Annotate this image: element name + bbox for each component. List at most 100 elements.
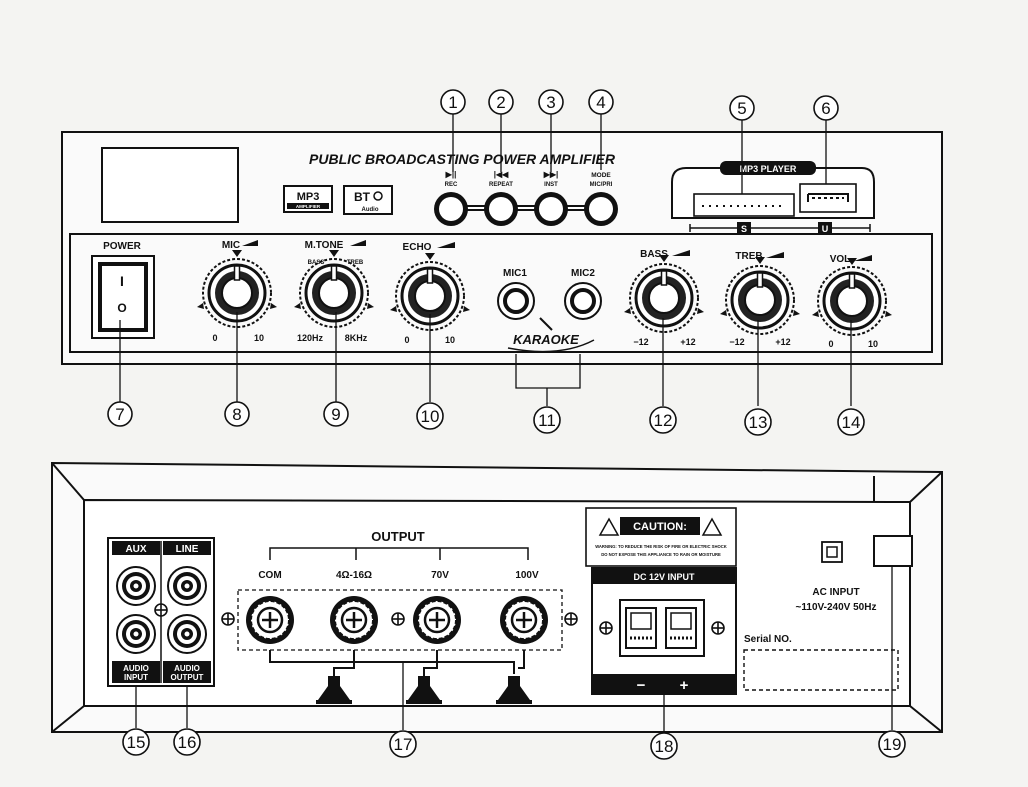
microphone-icon xyxy=(539,317,553,331)
svg-text:11: 11 xyxy=(538,411,556,430)
rear-leader-lines xyxy=(135,566,893,732)
svg-text:AUX: AUX xyxy=(125,544,146,555)
mic1-jack[interactable]: MIC1 xyxy=(497,268,535,320)
svg-text:8KHz: 8KHz xyxy=(345,333,368,343)
svg-text:MP3 PLAYER: MP3 PLAYER xyxy=(740,164,797,174)
svg-text:2: 2 xyxy=(496,93,505,112)
svg-text:MIC1: MIC1 xyxy=(503,268,527,279)
svg-text:KARAOKE: KARAOKE xyxy=(513,332,579,347)
dc-12v-input[interactable]: DC 12V INPUT − + xyxy=(591,567,737,695)
mic-knob[interactable]: MIC 0 10 xyxy=(195,240,279,343)
mp3-player-module: MP3 PLAYER S U xyxy=(671,161,875,234)
mode-button[interactable]: MODE MIC/PRI xyxy=(584,172,618,226)
svg-text:8: 8 xyxy=(232,405,241,424)
svg-text:1: 1 xyxy=(448,93,457,112)
callout-2: 2 xyxy=(488,89,514,115)
svg-text:I: I xyxy=(120,273,124,289)
callout-19: 19 xyxy=(878,730,906,758)
power-switch[interactable]: POWER I O xyxy=(91,241,155,339)
callout-14: 14 xyxy=(837,408,865,436)
display-window xyxy=(101,147,239,223)
callout-13: 13 xyxy=(744,408,772,436)
callout-16: 16 xyxy=(173,728,201,756)
svg-text:−: − xyxy=(637,677,646,694)
svg-text:−12: −12 xyxy=(729,337,744,347)
svg-text:MODE: MODE xyxy=(591,172,611,179)
svg-text:TREB: TREB xyxy=(347,260,364,266)
svg-text:WARNING: TO REDUCE THE RISK OF: WARNING: TO REDUCE THE RISK OF FIRE OR E… xyxy=(595,544,727,549)
caution-label: CAUTION: WARNING: TO REDUCE THE RISK OF … xyxy=(585,507,737,567)
callout-8: 8 xyxy=(224,401,250,427)
speaker-output-terminals[interactable]: OUTPUT COM 4Ω-16Ω 70V 100V xyxy=(221,529,578,704)
svg-text:13: 13 xyxy=(749,413,768,432)
svg-text:~110V-240V 50Hz: ~110V-240V 50Hz xyxy=(796,602,877,613)
bass-knob[interactable]: BASS −12 +12 xyxy=(622,249,706,347)
warning-icon xyxy=(598,517,620,536)
svg-text:+12: +12 xyxy=(775,337,790,347)
svg-text:U: U xyxy=(822,224,829,234)
svg-text:5: 5 xyxy=(737,99,746,118)
svg-text:BT: BT xyxy=(354,190,371,204)
svg-text:COM: COM xyxy=(258,570,281,581)
callout-18: 18 xyxy=(650,732,678,760)
volume-knob[interactable]: VOL 0 10 xyxy=(810,254,894,349)
svg-text:S: S xyxy=(741,224,747,234)
svg-text:+: + xyxy=(680,677,689,694)
svg-text:MIC/PRI: MIC/PRI xyxy=(590,182,613,188)
ac-power-input[interactable]: AC INPUT ~110V-240V 50Hz xyxy=(796,535,913,613)
svg-text:120Hz: 120Hz xyxy=(297,333,324,343)
repeat-button[interactable]: |◀◀ REPEAT xyxy=(484,170,518,226)
callout-markers: 1 2 3 4 5 6 7 8 9 10 11 12 13 14 15 16 1… xyxy=(107,89,906,760)
mic2-jack[interactable]: MIC2 xyxy=(564,268,602,320)
karaoke-logo: KARAOKE xyxy=(507,317,595,353)
svg-text:10: 10 xyxy=(254,333,264,343)
svg-text:ECHO: ECHO xyxy=(403,242,432,253)
svg-text:0: 0 xyxy=(404,335,409,345)
callout-3: 3 xyxy=(538,89,564,115)
play-pause-icon: ▶|| xyxy=(445,170,457,179)
svg-text:18: 18 xyxy=(655,737,674,756)
callout-9: 9 xyxy=(323,401,349,427)
line-output-jacks[interactable]: LINE AUDIO OUTPUT xyxy=(163,541,211,683)
svg-text:7: 7 xyxy=(115,405,124,424)
svg-text:100V: 100V xyxy=(515,570,539,581)
svg-text:MIC: MIC xyxy=(222,240,240,251)
next-icon: ▶▶| xyxy=(543,170,559,179)
rear-panel: AUX AUDIO INPUT LINE AUDIO OUTPUT OUTPUT… xyxy=(51,461,943,733)
callout-12: 12 xyxy=(649,406,677,434)
usb-port[interactable] xyxy=(799,183,857,213)
svg-text:17: 17 xyxy=(394,735,413,754)
serial-number-label: Serial NO. xyxy=(743,634,899,691)
svg-text:TREB: TREB xyxy=(735,251,762,262)
svg-text:10: 10 xyxy=(868,339,878,349)
svg-text:10: 10 xyxy=(445,335,455,345)
svg-text:AUDIO: AUDIO xyxy=(123,664,149,673)
svg-text:LINE: LINE xyxy=(176,544,199,555)
rec-button[interactable]: ▶|| REC xyxy=(434,170,468,226)
svg-text:+12: +12 xyxy=(680,337,695,347)
svg-text:M.TONE: M.TONE xyxy=(305,240,344,251)
svg-text:3: 3 xyxy=(546,93,555,112)
callout-7: 7 xyxy=(107,401,133,427)
svg-text:12: 12 xyxy=(654,411,673,430)
callout-17: 17 xyxy=(389,730,417,758)
bluetooth-icon xyxy=(373,191,383,201)
svg-text:BASS: BASS xyxy=(640,249,668,260)
echo-knob[interactable]: ECHO 0 10 xyxy=(388,242,472,345)
svg-text:INPUT: INPUT xyxy=(124,673,148,682)
inst-button[interactable]: ▶▶| INST xyxy=(534,170,568,226)
svg-text:16: 16 xyxy=(178,733,197,752)
svg-text:CAUTION:: CAUTION: xyxy=(633,521,687,533)
svg-text:14: 14 xyxy=(842,413,861,432)
mp3-badge: MP3 AMPLIFIER xyxy=(283,185,333,213)
svg-text:O: O xyxy=(117,301,126,315)
treble-knob[interactable]: TREB −12 +12 xyxy=(718,251,802,347)
svg-text:−12: −12 xyxy=(633,337,648,347)
music-tone-knob[interactable]: M.TONE BASS TREB 120Hz 8KHz xyxy=(292,240,376,343)
svg-text:10: 10 xyxy=(421,407,440,426)
svg-text:AMPLIFIER: AMPLIFIER xyxy=(296,204,321,209)
svg-text:DC 12V INPUT: DC 12V INPUT xyxy=(633,572,695,582)
svg-text:4Ω-16Ω: 4Ω-16Ω xyxy=(336,570,372,581)
svg-text:70V: 70V xyxy=(431,570,449,581)
